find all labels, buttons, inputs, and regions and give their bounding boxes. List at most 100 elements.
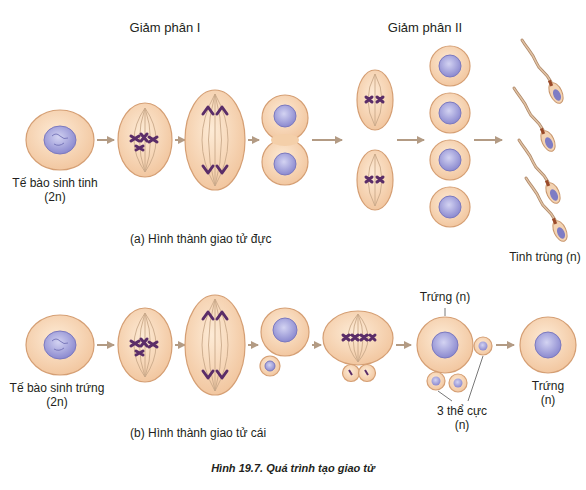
- interphase-cell: [26, 315, 94, 375]
- anaphase-i-cell: [217, 166, 227, 173]
- egg-with-polar-bodies: [427, 372, 445, 390]
- egg-with-polar-bodies: [474, 337, 492, 355]
- sperm-cells: [552, 218, 557, 225]
- anaphase-i-cell: [185, 90, 245, 190]
- anaphase-i-cell: [203, 107, 213, 114]
- egg-cell: [520, 317, 576, 373]
- sperm-cells: [543, 136, 554, 150]
- process-arrows: [175, 344, 185, 346]
- metaphase-i-cell: [149, 137, 157, 142]
- panel-label: (a) Hình thành giao tử đực: [130, 232, 350, 246]
- sperm-cells: [551, 88, 562, 102]
- sperm-cells: [514, 40, 570, 244]
- figure-caption: Hình 19.7. Quá trình tạo giao tử: [93, 462, 493, 475]
- egg-with-polar-bodies: [479, 342, 488, 351]
- sperm-cells: [538, 128, 558, 153]
- telophase-i-cells: [262, 95, 308, 185]
- metaphase-i-cell: [118, 308, 172, 382]
- spermatid-cells: [430, 46, 470, 227]
- sperm-cells: [543, 180, 563, 205]
- meiosis-ii-cells: [357, 150, 393, 210]
- leader-lines: [438, 308, 483, 401]
- spermatid-cells: [430, 46, 470, 86]
- anaphase-i-cell: [215, 94, 216, 186]
- process-arrows: [312, 139, 342, 141]
- meiosis-ii-cells: [357, 70, 393, 210]
- leader-lines: [438, 391, 452, 401]
- process-arrows: [396, 344, 411, 346]
- telophase-i-cells: [274, 153, 296, 175]
- interphase-cell: [52, 134, 68, 145]
- stage-heading: Giảm phân I: [105, 20, 225, 36]
- oocyte-with-polar-body: [261, 308, 309, 356]
- sperm-cells: [514, 88, 543, 130]
- meiosis-ii-cells: [366, 97, 383, 102]
- anaphase-i-cell: [185, 295, 245, 395]
- stage-heading: Giảm phân II: [365, 20, 485, 36]
- panel-label: (b) Hình thành giao tử cái: [130, 426, 350, 440]
- process-arrows: [496, 344, 514, 346]
- telophase-i-cells: [271, 134, 299, 146]
- egg-with-polar-bodies: [432, 377, 441, 386]
- oocyte-with-polar-body: [273, 318, 297, 342]
- meiosis-ii-oocyte: [349, 370, 368, 375]
- egg-with-polar-bodies: [417, 317, 492, 392]
- process-arrows: [97, 344, 114, 346]
- process-arrows: [248, 139, 259, 141]
- spermatid-cells: [430, 93, 470, 133]
- anaphase-i-cell: [202, 94, 228, 186]
- polar-body-label: 3 thể cực (n): [431, 404, 493, 433]
- cell-label: Tế bào sinh trứng (2n): [4, 381, 110, 410]
- metaphase-i-cell: [118, 103, 172, 177]
- sperm-cells: [550, 218, 570, 243]
- anaphase-i-cell: [215, 94, 228, 186]
- sperm-cells: [540, 128, 545, 135]
- metaphase-i-cell: [118, 103, 172, 177]
- anaphase-i-cell: [202, 94, 215, 186]
- meiosis-ii-cells: [368, 74, 382, 206]
- egg-cell: [520, 317, 576, 373]
- anaphase-i-cell: [217, 107, 227, 114]
- spermatid-cells: [439, 196, 461, 218]
- meiosis-ii-cells: [366, 97, 383, 182]
- metaphase-i-cell: [141, 134, 147, 141]
- metaphase-i-cell: [136, 146, 143, 150]
- process-arrows: [248, 344, 258, 346]
- sperm-cells: [548, 80, 553, 87]
- egg-with-polar-bodies: [417, 317, 473, 373]
- sperm-cells: [555, 226, 566, 240]
- leader-lines: [445, 308, 446, 316]
- sperm-cells: [522, 40, 551, 82]
- sperm-cells: [522, 40, 551, 82]
- metaphase-i-cell: [131, 136, 139, 141]
- spermatid-cells: [439, 55, 461, 77]
- oocyte-with-polar-body: [260, 308, 309, 376]
- meiosis-ii-oocyte: [343, 335, 375, 340]
- egg-with-polar-bodies: [449, 374, 467, 392]
- meiosis-ii-cells: [357, 70, 393, 130]
- telophase-i-cells: [274, 105, 296, 127]
- oocyte-with-polar-body: [260, 356, 280, 376]
- sperm-cells: [540, 80, 557, 225]
- spermatid-cells: [439, 149, 461, 171]
- anaphase-i-cell: [203, 107, 227, 173]
- egg-cell: [535, 332, 561, 358]
- oocyte-with-polar-body: [265, 361, 275, 371]
- process-arrows: [97, 139, 114, 141]
- interphase-cell: [26, 110, 94, 170]
- sperm-cells: [538, 80, 570, 243]
- gamete-label: Tinh trùng (n): [509, 250, 581, 264]
- process-arrows: [397, 139, 424, 141]
- interphase-cell: [26, 110, 94, 170]
- gamete-label: Trứng (n): [525, 379, 571, 408]
- spermatid-cells: [439, 102, 461, 124]
- sperm-cells: [548, 188, 559, 202]
- gamete-label: Trứng (n): [405, 290, 485, 304]
- interphase-cell: [44, 126, 76, 154]
- process-arrows: [474, 139, 502, 141]
- anaphase-i-cell: [203, 166, 213, 173]
- egg-with-polar-bodies: [432, 332, 458, 358]
- egg-with-polar-bodies: [454, 379, 463, 388]
